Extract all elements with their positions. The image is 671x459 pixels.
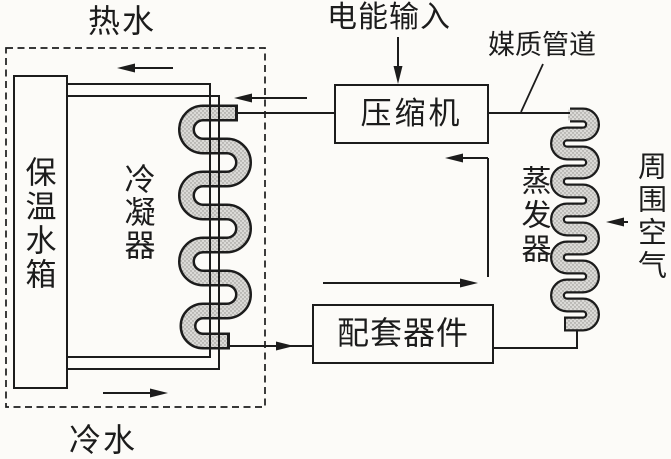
compressor-label: 压缩机 [360,95,463,131]
evaporator-label: 蒸发器 [516,165,550,267]
ambient-air-arrow [606,217,628,227]
condenser-coil [178,104,252,350]
medium-pipe-pointer-line [520,63,544,113]
hot-water-arrow [117,63,173,73]
insulated-tank-label: 保温水箱 [20,156,56,292]
loop-bottom-right-arrowhead [460,278,478,288]
refrigerant-pipes [230,112,578,349]
loop-return-left-arrowhead [445,153,463,163]
insulated-tank-box [13,75,68,389]
auxiliary-components-box: 配套器件 [312,304,494,364]
water-pipes [68,83,220,370]
condenser-inlet-arrow [234,93,307,103]
auxiliary-components-label: 配套器件 [336,315,469,352]
compressor-box: 压缩机 [334,84,489,144]
electric-input-arrow [393,37,403,84]
cold-water-label: 冷水 [69,422,138,458]
electric-input-label: 电能输入 [327,1,451,34]
cold-water-arrow [103,388,168,398]
ambient-air-label: 周围空气 [633,151,666,283]
loop-flow-annotation [323,153,489,288]
dashed-boundary-box [5,47,266,408]
medium-pipe-label: 媒质管道 [488,30,596,60]
condenser-label: 冷凝器 [119,163,155,262]
condenser-outlet-arrowhead [276,341,294,351]
evaporator-coil [550,107,600,332]
hot-water-label: 热水 [88,3,157,39]
